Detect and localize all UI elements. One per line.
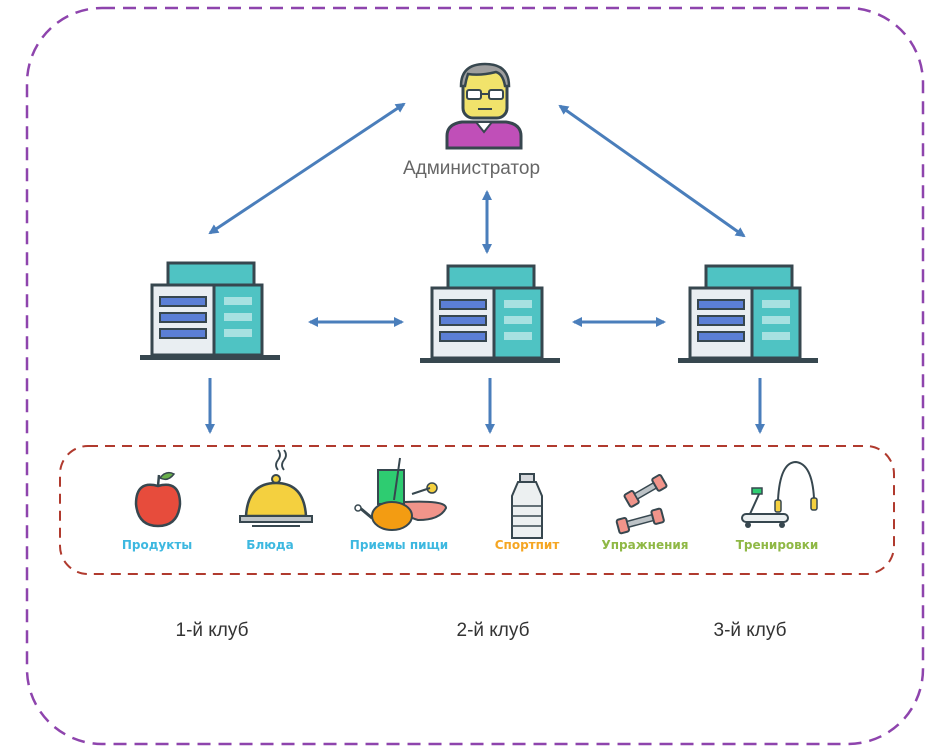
outer-boundary (25, 6, 925, 746)
administrator-label: Администратор (402, 158, 541, 179)
cloche-icon (239, 449, 313, 527)
administrator-icon (445, 62, 523, 150)
item-label-meals: Приемы пищи (349, 538, 449, 552)
item-label-exercises: Упражнения (601, 538, 689, 552)
arrow-admin-club1 (208, 102, 406, 235)
club-1-building-icon (138, 261, 282, 362)
apple-icon (134, 471, 182, 528)
club-2-label: 2-й клуб (456, 620, 530, 641)
item-label-sport-nutrition: Спортпит (494, 538, 560, 552)
club-3-label: 3-й клуб (713, 620, 787, 641)
dumbbell-icon (615, 474, 668, 535)
item-label-dishes: Блюда (246, 538, 294, 552)
club-2-building-icon (418, 264, 562, 365)
meal-icon (354, 457, 448, 531)
items-container (59, 445, 895, 575)
arrow-admin-club3 (558, 104, 746, 238)
item-label-products: Продукты (121, 538, 193, 552)
club-1-label: 1-й клуб (175, 620, 249, 641)
treadmill-icon (741, 460, 818, 528)
bottle-icon (511, 473, 543, 539)
club-3-building-icon (676, 264, 820, 365)
item-label-workouts: Тренировки (735, 538, 819, 552)
